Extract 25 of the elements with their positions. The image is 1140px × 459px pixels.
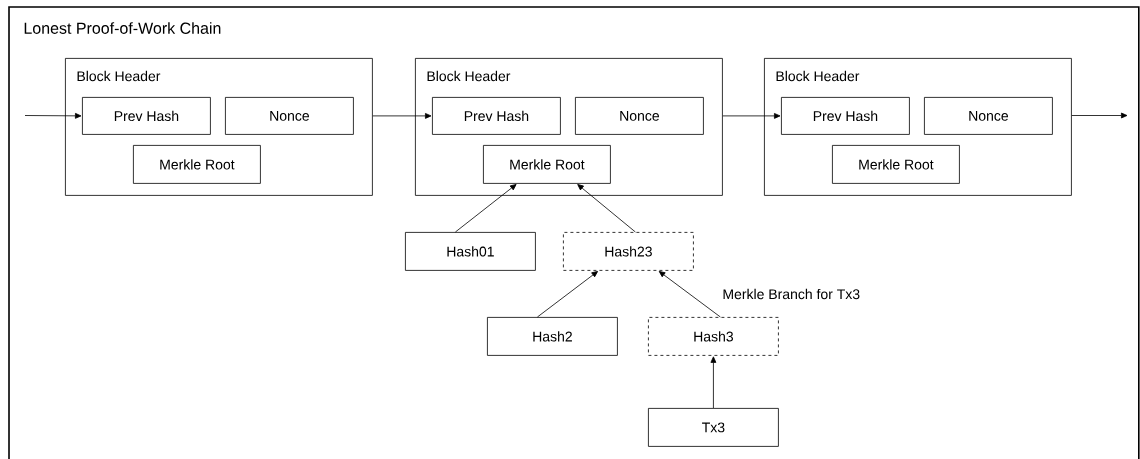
hash-box: Hash3 [648,317,779,356]
hash-box: Merkle Root [483,145,611,184]
hash-box: Merkle Root [832,145,960,184]
hash-box: Tx3 [648,408,779,447]
hash-box: Prev Hash [432,97,561,135]
arrow [577,184,636,233]
hash-box: Prev Hash [781,97,910,135]
branch-label: Merkle Branch for Tx3 [723,288,860,300]
hash-box: Nonce [225,97,354,135]
hash-box: Hash01 [405,232,536,271]
arrow [537,271,598,318]
hash-box: Hash2 [487,317,618,356]
arrow [722,113,781,119]
hash-box: Nonce [575,97,704,135]
arrow [372,113,432,119]
arrow [710,356,717,409]
hash-box: Hash23 [563,232,694,271]
hash-box: Merkle Root [133,145,261,184]
hash-box: Nonce [924,97,1053,135]
arrow [1071,112,1128,119]
title: Lonest Proof-of-Work Chain [24,22,221,34]
hash-box: Prev Hash [82,97,211,135]
arrow [455,184,517,233]
arrow [24,112,82,119]
arrow [658,271,721,318]
